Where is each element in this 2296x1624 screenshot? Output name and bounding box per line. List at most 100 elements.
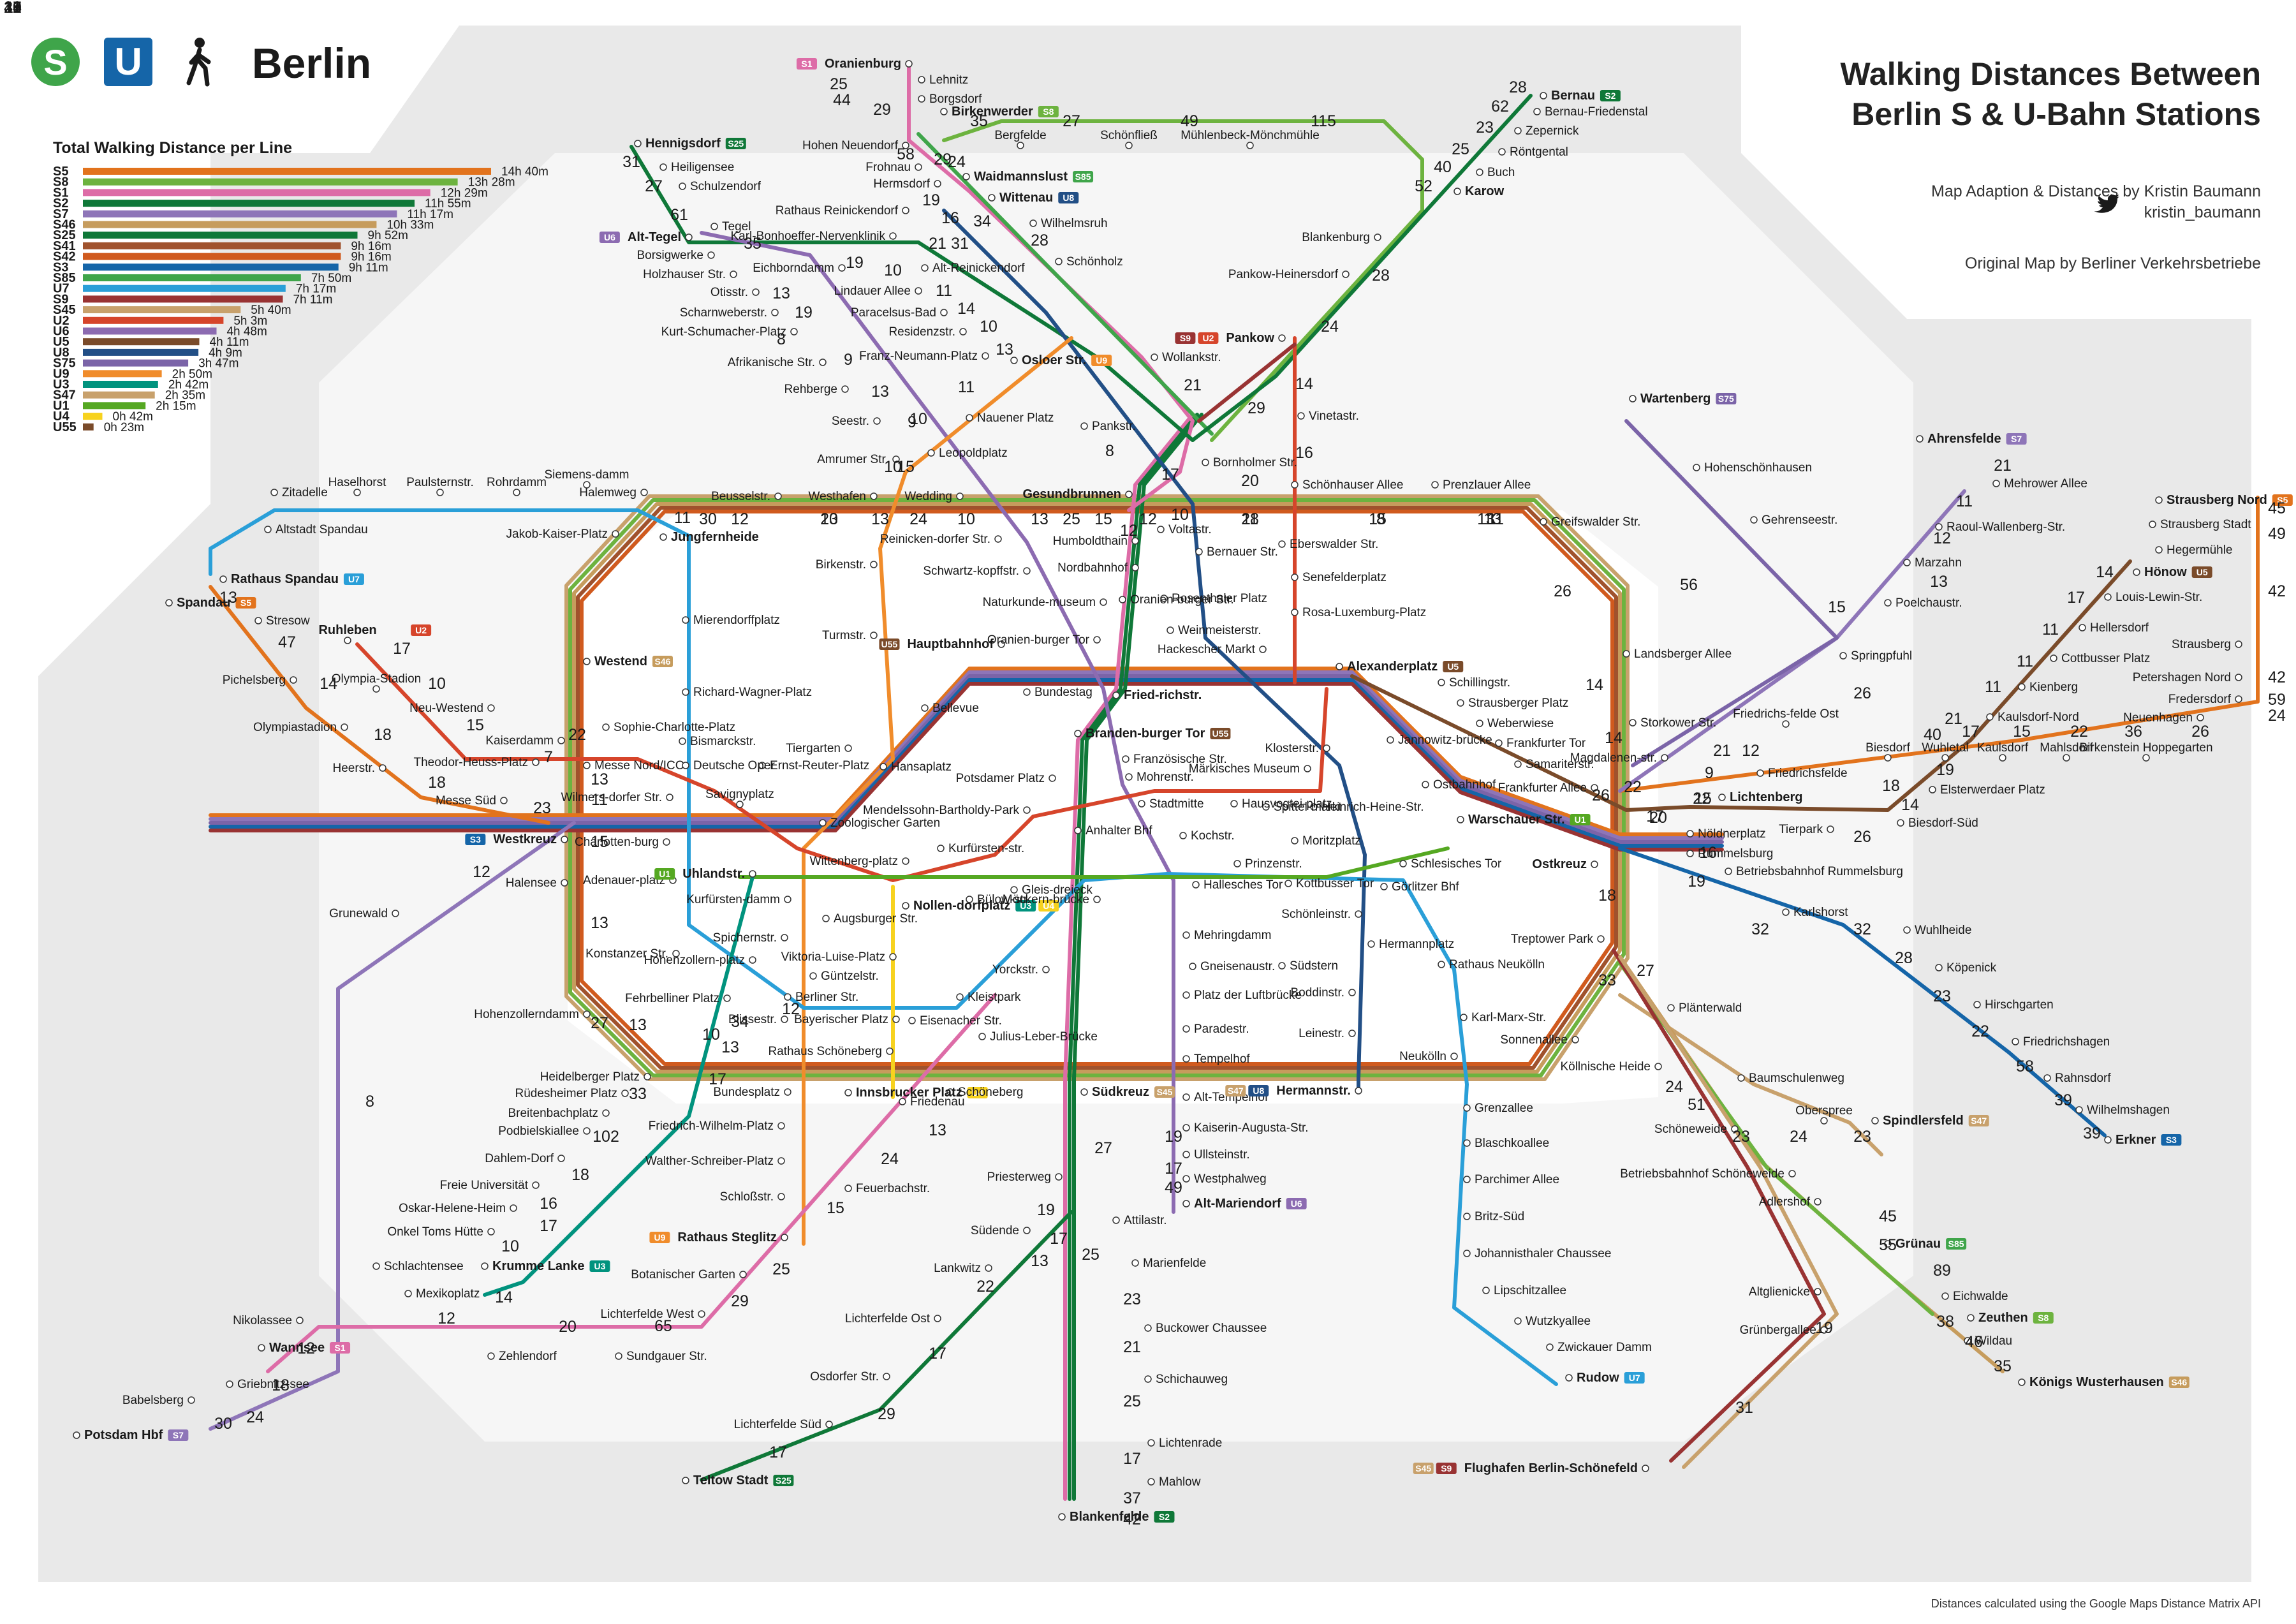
station-marker-waidmannslust[interactable] [962,173,970,181]
station-marker-birkenwerder[interactable] [940,108,948,115]
station-label-rathausreinickendorf[interactable]: Rathaus Reinickendorf [776,204,899,218]
station-label-strausbergstadt[interactable]: Strausberg Stadt [2160,518,2251,531]
station-label-hausvogtei[interactable]: Hausvogtei-platz [1242,797,1332,811]
station-label-karow[interactable]: Karow [1465,184,1505,198]
station-marker-elsterwerdaer[interactable] [1929,786,1936,794]
station-label-betriebsbahnhofrummelsburg[interactable]: Betriebsbahnhof Rummelsburg [1736,865,1903,878]
station-label-krummelanke[interactable]: Krumme Lanke [492,1259,585,1273]
station-marker-heidelberger[interactable] [644,1073,651,1081]
station-label-stresow[interactable]: Stresow [266,614,310,628]
station-label-bergfelde[interactable]: Bergfelde [994,129,1046,142]
station-label-warschauer[interactable]: Warschauer Str. [1468,813,1565,827]
station-marker-krummelanke[interactable] [481,1262,489,1270]
station-label-elsterwerdaer[interactable]: Elsterwerdaer Platz [1940,783,2045,797]
station-marker-schoeneberg[interactable] [946,1088,954,1096]
station-marker-biesdorf[interactable] [1884,754,1892,762]
station-label-muehlenbeck[interactable]: Mühlenbeck-Mönchmühle [1181,129,1320,142]
station-label-holzhauser[interactable]: Holzhauser Str. [643,268,726,281]
station-label-suedkreuz[interactable]: Südkreuz [1092,1085,1149,1099]
station-marker-nauener[interactable] [966,414,973,422]
station-marker-lehnitz[interactable] [918,76,925,84]
station-marker-schillingstr[interactable] [1438,679,1445,686]
station-label-lichtenrade[interactable]: Lichtenrade [1159,1436,1222,1450]
station-label-ostbahnhof[interactable]: Ostbahnhof [1433,778,1496,792]
station-marker-blankenfelde[interactable] [1058,1513,1066,1521]
station-marker-grunewald[interactable] [392,910,399,917]
station-label-jannowitz[interactable]: Jannowitz-brücke [1398,734,1492,747]
station-marker-spindlersfeld[interactable] [1871,1117,1879,1125]
station-marker-springpfuhl[interactable] [1839,652,1847,660]
station-label-kaiserinaugusta[interactable]: Kaiserin-Augusta-Str. [1194,1121,1309,1135]
station-label-waidmannslust[interactable]: Waidmannslust [974,170,1068,184]
station-label-wittenau[interactable]: Wittenau [999,191,1053,205]
station-marker-babelsberg[interactable] [188,1396,195,1404]
station-label-turmstr[interactable]: Turmstr. [822,629,866,642]
station-label-hellersdorf[interactable]: Hellersdorf [2090,621,2149,635]
station-label-gruenbergallee[interactable]: Grünbergallee [1740,1324,1816,1337]
station-marker-mehrower[interactable] [1992,480,2000,487]
station-marker-frankfurterallee[interactable] [1591,784,1598,792]
station-marker-lichterfeldewest[interactable] [698,1310,705,1318]
station-marker-maerkischesmuseum[interactable] [1304,765,1311,772]
station-label-dahlemdorf[interactable]: Dahlem-Dorf [485,1152,554,1165]
station-marker-wollankstr[interactable] [1151,353,1158,361]
station-marker-blankenburg[interactable] [1374,233,1381,241]
station-label-humboldthain[interactable]: Humboldthain [1053,535,1128,548]
station-marker-klosterstr[interactable] [1323,744,1330,752]
station-marker-muehlenbeck[interactable] [1246,142,1254,149]
station-marker-neuenhagen[interactable] [2197,714,2204,721]
station-label-hauptbahnhof[interactable]: Hauptbahnhof [907,637,994,651]
station-marker-zepernick[interactable] [1514,127,1522,135]
station-label-pankow[interactable]: Pankow [1226,331,1274,345]
station-label-greifswalder[interactable]: Greifswalder Str. [1551,515,1640,529]
station-label-nauener[interactable]: Nauener Platz [977,411,1054,425]
station-marker-holzhauser[interactable] [730,270,737,278]
station-marker-kaiserinaugusta[interactable] [1182,1124,1190,1132]
station-label-eberswalder[interactable]: Eberswalder Str. [1290,538,1378,551]
station-label-jungfernheide[interactable]: Jungfernheide [671,530,759,544]
station-marker-kaulsdorfnord[interactable] [1986,713,1994,721]
station-marker-karlbonhoeffer[interactable] [889,232,897,240]
station-label-platzderluftbruecke[interactable]: Platz der Luftbrücke [1194,989,1302,1002]
station-marker-westkreuz[interactable] [561,836,568,843]
station-label-anhalterbhf[interactable]: Anhalter Bhf [1085,824,1152,838]
station-marker-konstanzer[interactable] [672,950,680,957]
station-label-zehlendorf[interactable]: Zehlendorf [499,1350,557,1363]
station-marker-strausbergstadt[interactable] [2149,520,2156,528]
station-label-theodorheuss[interactable]: Theodor-Heuss-Platz [413,756,528,769]
station-marker-oranienburg[interactable] [905,60,913,68]
station-marker-schlesisches[interactable] [1399,860,1407,867]
station-label-sonnenallee[interactable]: Sonnenallee [1500,1033,1568,1047]
station-marker-blissestr[interactable] [781,1015,788,1023]
station-marker-rohrdamm[interactable] [513,489,520,496]
station-marker-karlmarxstr[interactable] [1460,1014,1468,1021]
station-label-ruhleben[interactable]: Ruhleben [318,623,376,637]
station-label-johannisthaler[interactable]: Johannisthaler Chaussee [1475,1247,1611,1260]
station-marker-treptowerpark[interactable] [1597,935,1605,943]
station-label-spindlersfeld[interactable]: Spindlersfeld [1883,1114,1964,1128]
station-label-noeldnerplatz[interactable]: Nöldnerplatz [1698,827,1766,841]
station-marker-mahlsdorf[interactable] [2063,754,2070,762]
station-marker-hausvogtei[interactable] [1230,800,1238,808]
station-marker-juliusleber[interactable] [978,1033,986,1040]
station-label-schoenhauserallee[interactable]: Schönhauser Allee [1302,478,1403,492]
station-label-alttegel[interactable]: Alt-Tegel [628,230,681,244]
station-marker-dahlemdorf[interactable] [557,1155,565,1162]
station-label-rahnsdorf[interactable]: Rahnsdorf [2055,1072,2111,1085]
station-marker-magdalenenstr[interactable] [1661,754,1668,762]
station-label-osloer[interactable]: Osloer Str. [1022,353,1086,367]
station-label-boddinstr[interactable]: Boddinstr. [1291,986,1345,1000]
station-marker-altglienicke[interactable] [1814,1288,1821,1296]
station-label-eichborndamm[interactable]: Eichborndamm [753,262,834,275]
station-label-paulsternstr[interactable]: Paulsternstr. [406,476,474,489]
station-label-louislewin[interactable]: Louis-Lewin-Str. [2116,591,2202,604]
station-label-sundgauer[interactable]: Sundgauer Str. [626,1350,707,1363]
station-marker-wittenau[interactable] [988,194,996,202]
station-label-westend[interactable]: Westend [594,654,647,668]
station-marker-tempelhof[interactable] [1182,1055,1190,1063]
station-marker-wannsee[interactable] [258,1344,265,1352]
station-marker-oranienburgertor[interactable] [1093,636,1101,644]
station-label-pankowheinersdorf[interactable]: Pankow-Heinersdorf [1228,268,1339,281]
station-label-kaulsdorf[interactable]: Kaulsdorf [1977,741,2029,755]
station-marker-residenzstr[interactable] [959,328,967,336]
